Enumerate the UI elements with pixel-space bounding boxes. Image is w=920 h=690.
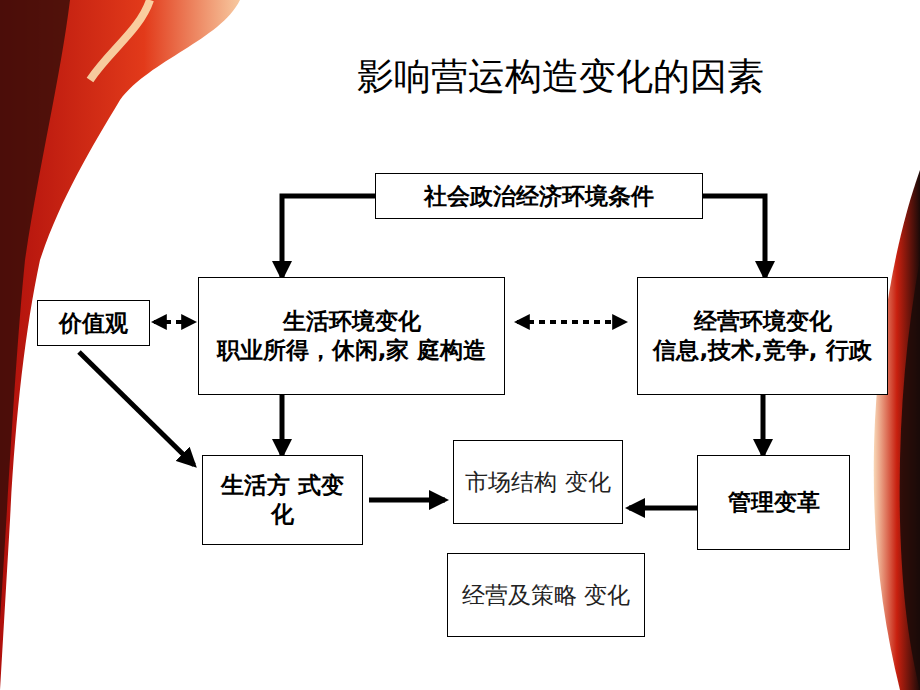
node-text: 社会政治经济环境条件 — [424, 182, 654, 211]
management-box: 管理变革 — [697, 455, 850, 550]
node-text: 管理变革 — [728, 488, 820, 517]
arrow-connector — [629, 506, 697, 511]
node-text: 生活方 式变化 — [211, 471, 354, 529]
strategy-box: 经营及策略 变化 — [447, 553, 645, 637]
node-text: 生活环境变化 — [283, 307, 421, 336]
node-text: 经营环境变化 — [694, 307, 832, 336]
values-box: 价值观 — [37, 300, 150, 346]
arrow-connector — [703, 196, 765, 277]
arrow-connector — [282, 196, 375, 277]
market-box: 市场结构 变化 — [453, 440, 623, 524]
slide-title: 影响营运构造变化的因素 — [200, 52, 920, 102]
node-text: 职业所得，休闲,家 庭构造 — [217, 336, 487, 365]
lifestyle-box: 生活方 式变化 — [202, 455, 363, 545]
environment-box: 社会政治经济环境条件 — [375, 173, 703, 219]
node-text: 价值观 — [59, 309, 128, 338]
arrow-connector — [517, 320, 625, 324]
arrow-connector — [280, 395, 285, 455]
arrow-connector — [154, 320, 194, 324]
node-text: 经营及策略 变化 — [462, 581, 630, 610]
arrow-connector — [761, 395, 766, 455]
arrow-connector — [369, 498, 445, 503]
living-env-box: 生活环境变化职业所得，休闲,家 庭构造 — [198, 277, 505, 395]
node-text: 信息,技术,竞争, 行政 — [653, 336, 871, 365]
business-env-box: 经营环境变化信息,技术,竞争, 行政 — [637, 277, 888, 395]
node-text: 市场结构 变化 — [465, 468, 610, 497]
arrow-connector — [79, 352, 194, 465]
